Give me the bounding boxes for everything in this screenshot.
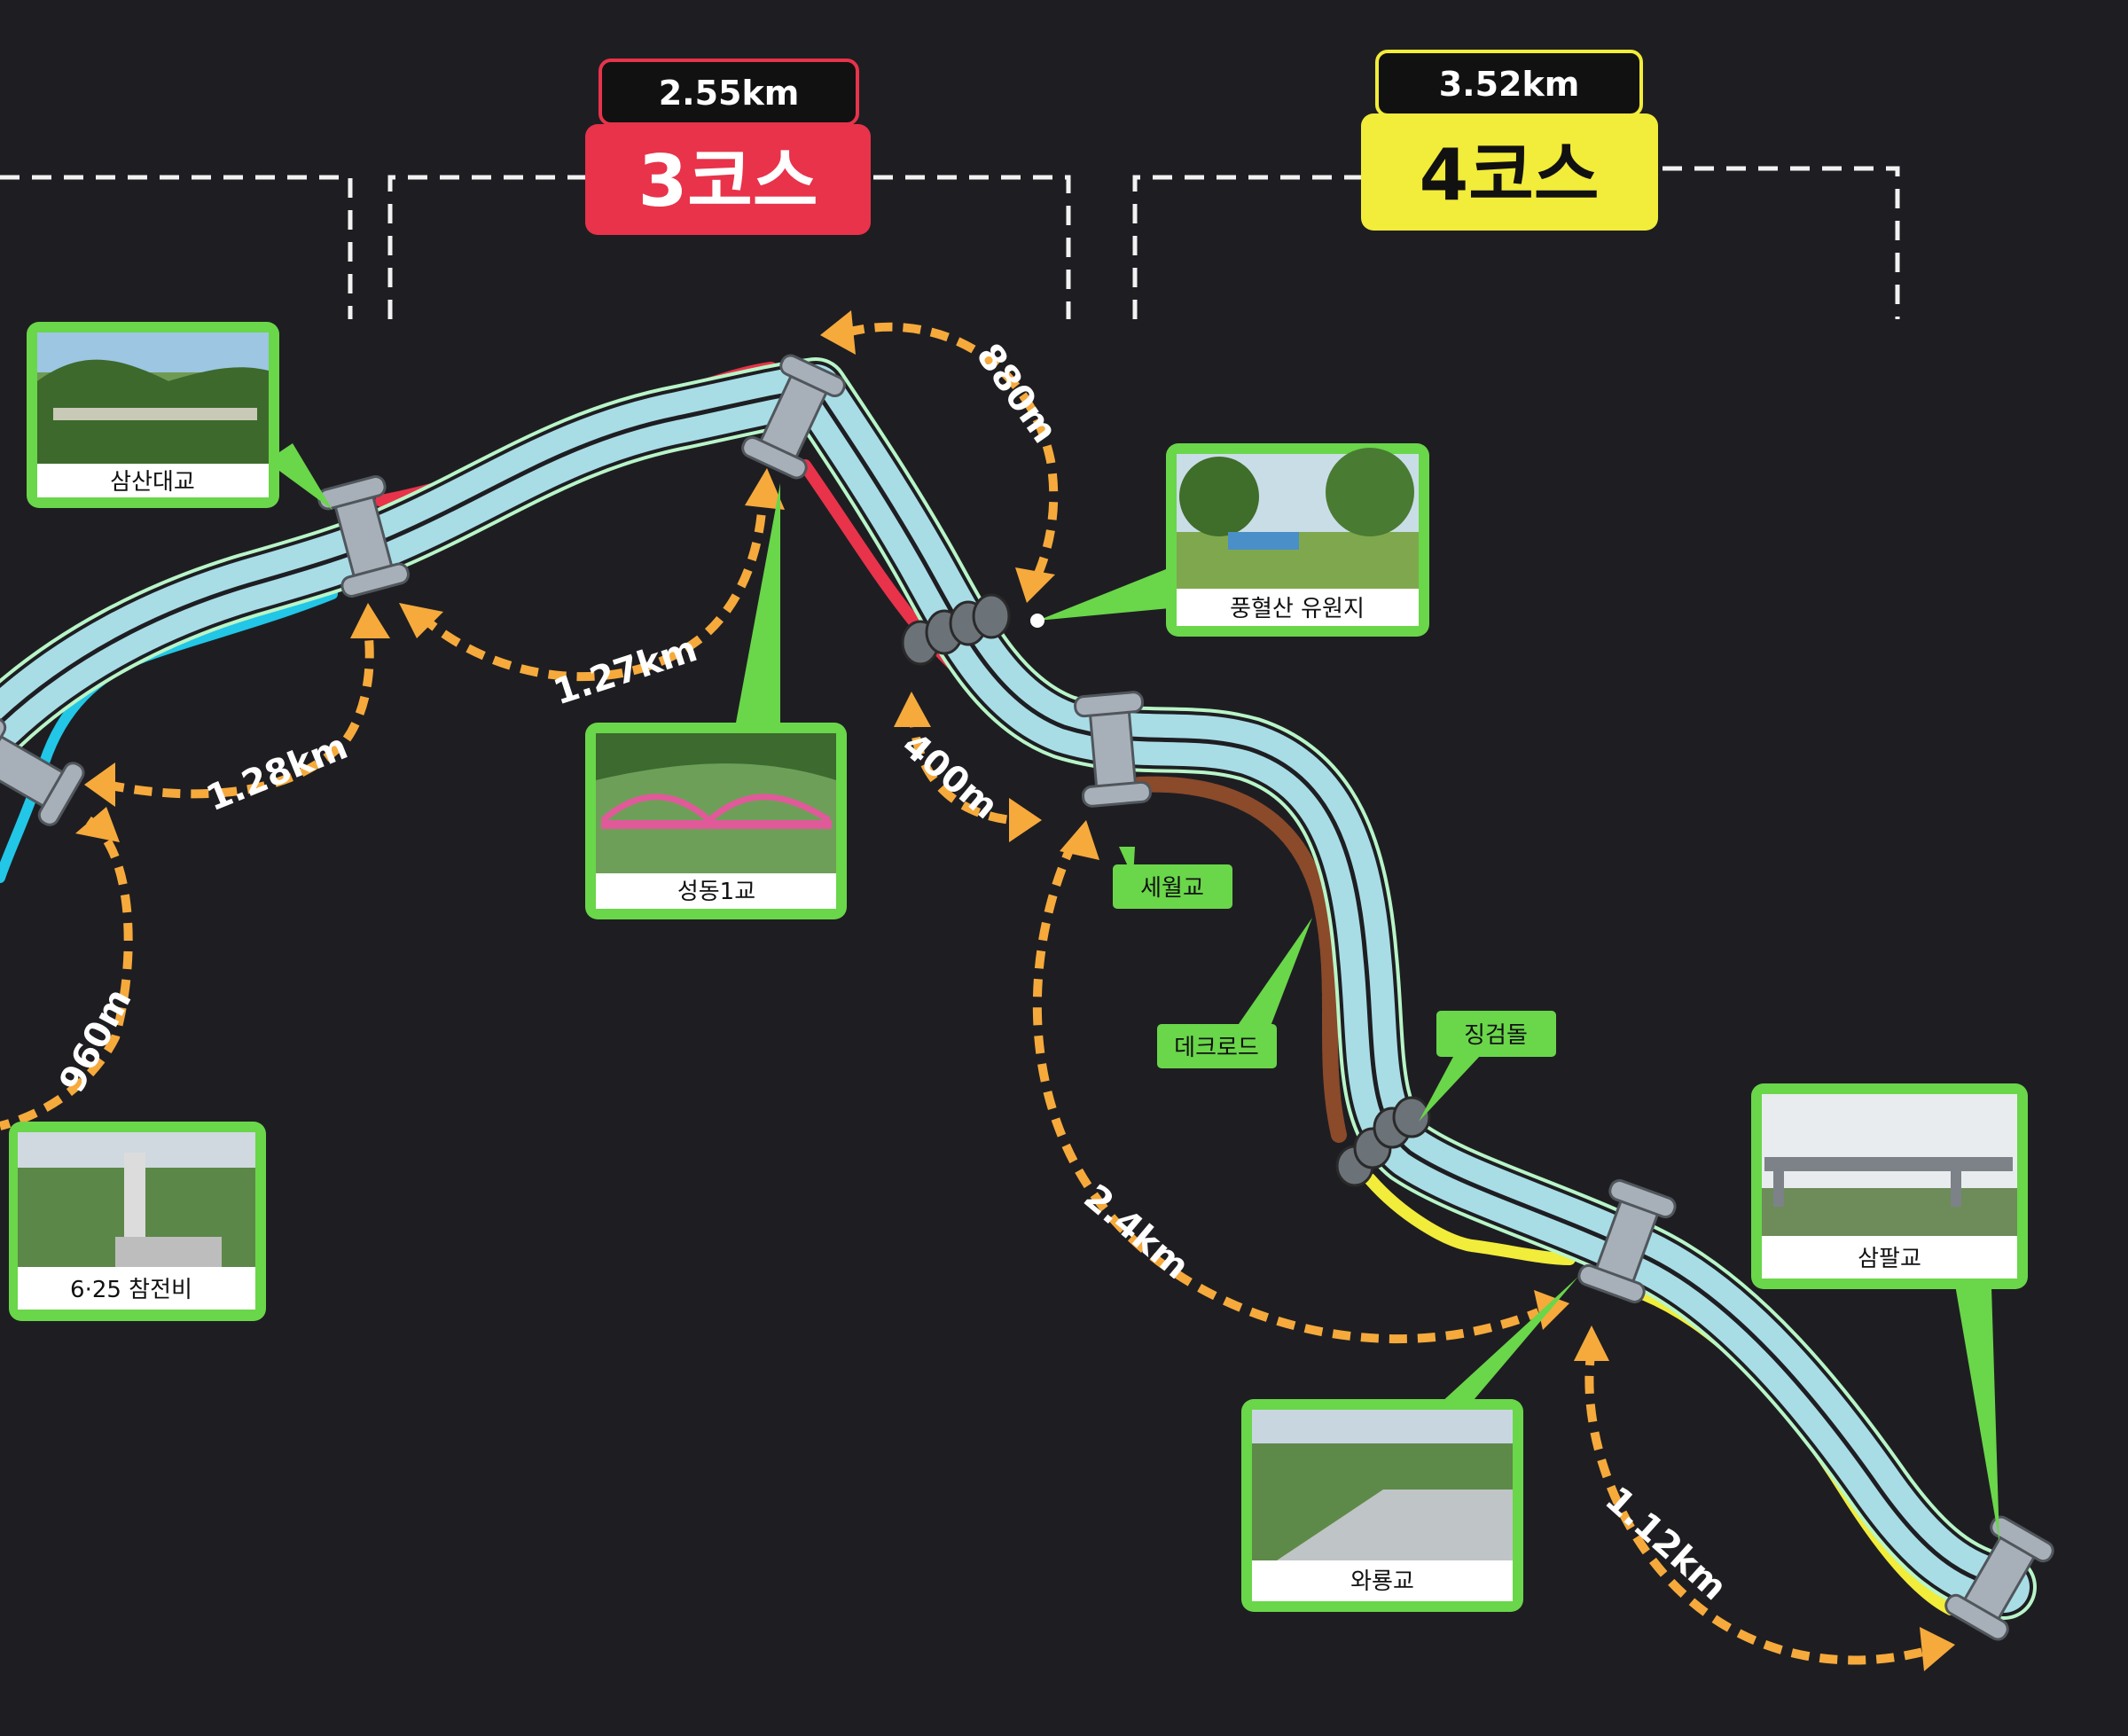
sampal-bridge-label: 삼팔교 (1858, 1246, 1921, 1272)
tag-stepping-stones: 징검돌 (1436, 1011, 1556, 1057)
tag-sewol: 세월교 (1113, 864, 1232, 909)
arrow-112 (1584, 1347, 1935, 1665)
bridges (0, 354, 2054, 1641)
course-3-distance: 2.55km (659, 74, 800, 113)
stepping-stone (1392, 1096, 1431, 1138)
photo-callout-samsan: 삼산대교 (27, 322, 279, 508)
course-4-label: 4코스 (1420, 134, 1600, 216)
photo-callout-memorial: 6·25 참전비 (9, 1122, 266, 1321)
bridge-icon (1074, 691, 1152, 808)
arrow-24 (1032, 840, 1540, 1344)
memorial-label: 6·25 참전비 (70, 1277, 192, 1303)
stepping-stones (901, 593, 1431, 1187)
course-4-distance: 3.52km (1439, 65, 1580, 104)
course-4-header: 3.52km 4코스 (1361, 50, 1658, 231)
deck-road (1131, 776, 1347, 1143)
course-4-trail-a (1364, 1173, 1576, 1265)
distance-arrows (0, 322, 1935, 1665)
river (0, 357, 2037, 1620)
callout-pointers (266, 443, 1999, 1543)
bridge-icon (1577, 1179, 1677, 1303)
arrow-128 (106, 629, 374, 799)
seongdong-bridge-label: 성동1교 (677, 879, 755, 905)
arrow-127 (418, 491, 767, 682)
photo-callout-sampal: 삼팔교 (1751, 1083, 2028, 1289)
landmark-dot (1030, 614, 1044, 628)
pungyeol-resort-label: 풍혈산 유원지 (1230, 596, 1365, 622)
bridge-icon (317, 475, 411, 598)
course-3-header: 2.55km 3코스 (585, 59, 871, 235)
photo-callout-pungyeol: 풍혈산 유원지 (1166, 443, 1429, 637)
course-3-label: 3코스 (638, 140, 818, 223)
bridge-icon (741, 354, 846, 480)
course-4-badge (1361, 113, 1658, 231)
course-3-badge (585, 124, 871, 235)
tag-deck-road: 데크로드 (1157, 1024, 1277, 1068)
bridge-icon (1944, 1515, 2054, 1641)
waryong-bridge-label: 와룡교 (1350, 1568, 1414, 1595)
bridge-icon (0, 716, 85, 826)
samsan-bridge-label: 삼산대교 (110, 469, 195, 496)
stepping-stone (972, 593, 1011, 639)
arrow-heads (75, 310, 1955, 1671)
arrow-880 (845, 322, 1059, 588)
stepping-stones-label: 징검돌 (1464, 1022, 1528, 1049)
deck-road-label: 데크로드 (1174, 1035, 1259, 1061)
section-brackets (0, 166, 1900, 319)
sewol-bridge-label: 세월교 (1140, 875, 1204, 902)
photo-callout-waryong: 와룡교 (1241, 1399, 1523, 1612)
photo-callout-seongdong: 성동1교 (585, 723, 847, 919)
